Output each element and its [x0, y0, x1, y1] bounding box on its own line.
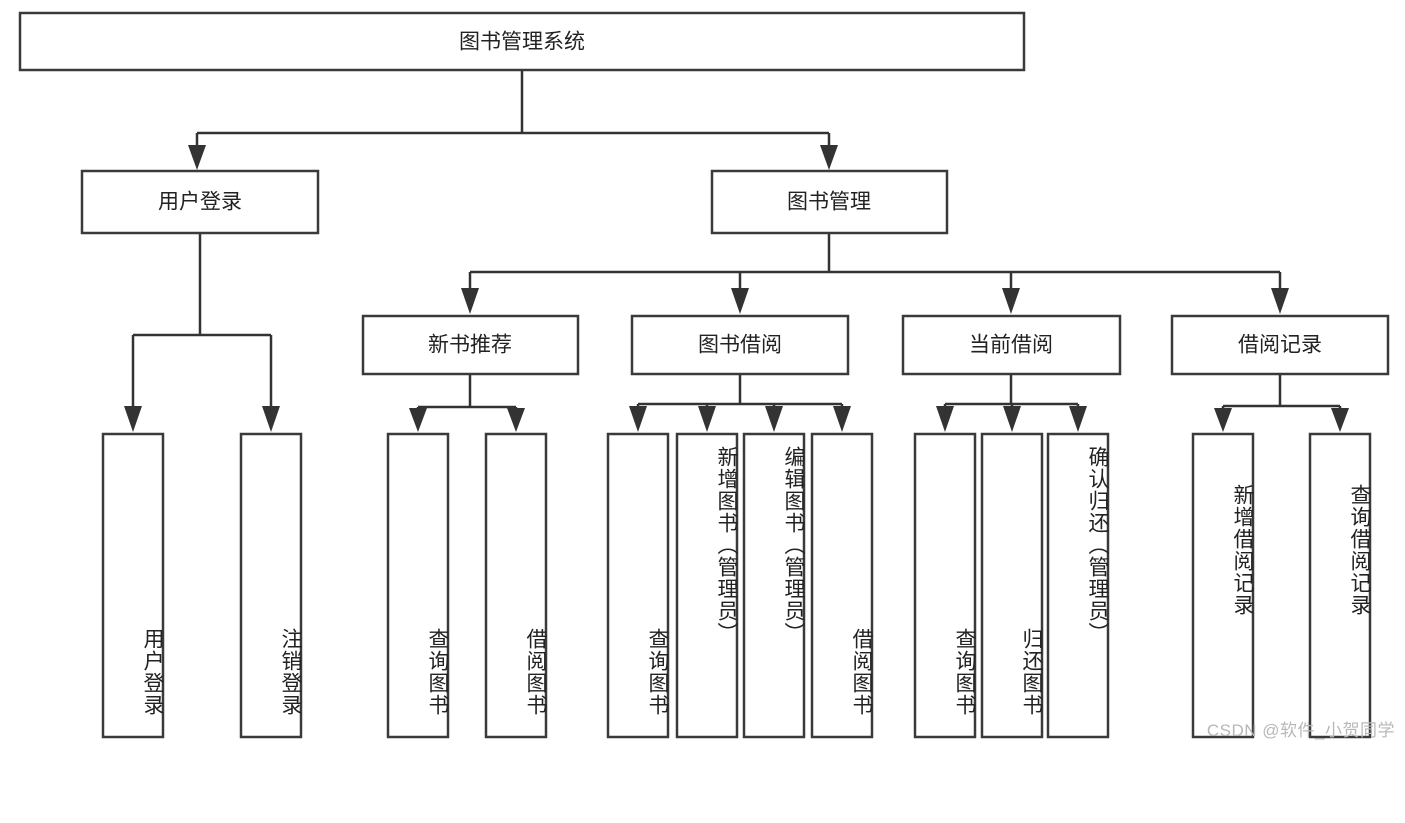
node-book-management-label: 图书管理 [787, 191, 871, 214]
leaf-box-add-book-admin[interactable] [675, 432, 739, 739]
leaf-box-return-book[interactable] [980, 432, 1044, 739]
node-root-label: 图书管理系统 [459, 31, 585, 54]
connector-layer [124, 70, 1349, 432]
arrow-head-icon [1069, 406, 1087, 432]
arrow-head-icon [731, 288, 749, 314]
arrow-head-icon [1002, 288, 1020, 314]
leaf-box-layer [101, 432, 1372, 739]
arrow-head-icon [124, 406, 142, 432]
arrow-head-icon [1271, 288, 1289, 314]
node-user-login-box[interactable] [80, 169, 320, 235]
leaf-box-borrow-book-new[interactable] [484, 432, 548, 739]
node-user-login[interactable]: 用户登录 [80, 169, 320, 235]
arrow-head-icon [1003, 406, 1021, 432]
node-new-book-recommend-box[interactable] [361, 314, 580, 376]
arrow-head-icon [698, 406, 716, 432]
arrow-head-icon [409, 408, 427, 432]
arrow-head-icon [1214, 408, 1232, 432]
node-user-login-label: 用户登录 [158, 191, 242, 214]
node-book-borrow-box[interactable] [630, 314, 850, 376]
hierarchy-diagram: 图书管理系统 用户登录 图书管理 新书推荐 图书借阅 当前借阅 借阅记录 [18, 11, 1390, 739]
arrow-head-icon [188, 145, 206, 170]
leaf-box-add-borrow-record[interactable] [1191, 432, 1255, 739]
node-book-management-box[interactable] [710, 169, 949, 235]
node-borrow-record[interactable]: 借阅记录 [1170, 314, 1390, 376]
arrow-head-icon [262, 406, 280, 432]
node-borrow-record-label: 借阅记录 [1238, 334, 1322, 357]
leaf-box-borrow-book[interactable] [810, 432, 874, 739]
leaf-box-logout[interactable] [239, 432, 303, 739]
arrow-head-icon [765, 406, 783, 432]
leaf-box-edit-book-admin[interactable] [742, 432, 806, 739]
node-current-borrow-label: 当前借阅 [969, 334, 1053, 357]
diagram-canvas: 图书管理系统 用户登录 图书管理 新书推荐 图书借阅 当前借阅 借阅记录 [18, 11, 1395, 740]
node-borrow-record-box[interactable] [1170, 314, 1390, 376]
node-new-book-recommend[interactable]: 新书推荐 [361, 314, 580, 376]
arrow-head-icon [833, 406, 851, 432]
leaf-box-query-book-new[interactable] [386, 432, 450, 739]
arrow-head-icon [629, 406, 647, 432]
arrow-head-icon [936, 406, 954, 432]
node-root[interactable]: 图书管理系统 [18, 11, 1026, 72]
node-current-borrow-box[interactable] [901, 314, 1122, 376]
arrow-head-icon [820, 145, 838, 170]
arrow-head-icon [507, 408, 525, 432]
leaf-box-query-book-current[interactable] [913, 432, 977, 739]
node-book-borrow-label: 图书借阅 [698, 334, 782, 357]
node-book-borrow[interactable]: 图书借阅 [630, 314, 850, 376]
node-new-book-recommend-label: 新书推荐 [428, 334, 512, 357]
arrow-head-icon [461, 288, 479, 314]
node-root-box[interactable] [18, 11, 1026, 72]
leaf-box-query-book-borrow[interactable] [606, 432, 670, 739]
arrow-head-icon [1331, 408, 1349, 432]
leaf-box-query-borrow-record[interactable] [1308, 432, 1372, 739]
leaf-box-confirm-return-admin[interactable] [1046, 432, 1110, 739]
node-book-management[interactable]: 图书管理 [710, 169, 949, 235]
node-current-borrow[interactable]: 当前借阅 [901, 314, 1122, 376]
csdn-watermark: CSDN @软件_小贺同学 [1206, 721, 1395, 740]
leaf-box-user-login[interactable] [101, 432, 165, 739]
